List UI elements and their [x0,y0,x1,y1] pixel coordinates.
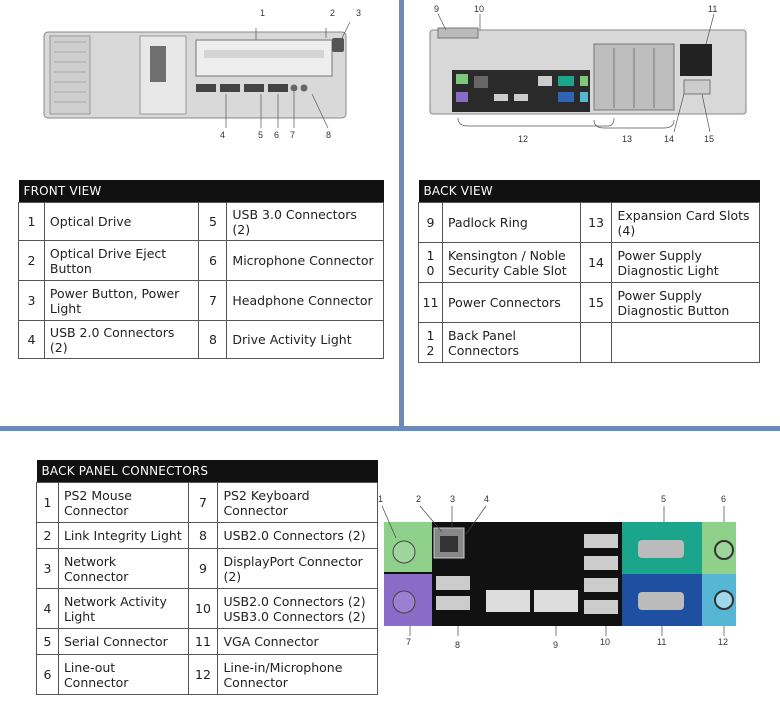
back-callout-11: 11 [708,4,718,14]
back-callout-15: 15 [704,134,715,144]
front-label: Power Button, Power Light [43,280,200,321]
back-label: Padlock Ring [441,202,581,243]
back-label: Back Panel Connectors [441,322,581,363]
back-num [579,322,613,363]
front-view-title: FRONT VIEW [18,180,384,203]
front-callout-6: 6 [274,130,280,140]
back-view-table: BACK VIEW 9 Padlock Ring 13 Expansion Ca… [418,180,760,363]
back-panel-title: BACK PANEL CONNECTORS [36,460,378,483]
back-view-illustration: 9 10 11 12 13 14 15 [418,4,758,148]
panel-callout-5: 5 [661,494,667,504]
back-panel-illustration: 1 2 3 4 5 6 7 8 9 10 11 12 [376,494,748,658]
panel-callout-2: 2 [416,494,422,504]
panel-label: Line-out Connector [57,654,189,695]
horizontal-divider [0,426,780,431]
back-view-title: BACK VIEW [418,180,760,203]
panel-callout-9: 9 [553,640,559,650]
front-view-illustration: 1 2 3 4 5 6 7 8 [36,8,366,146]
panel-callout-3: 3 [450,494,456,504]
panel-label: Serial Connector [57,628,189,655]
panel-label: Network Activity Light [57,588,189,629]
front-num: 3 [18,280,45,321]
panel-label: Link Integrity Light [57,522,189,549]
panel-num: 9 [187,548,219,589]
front-label: USB 3.0 Connectors (2) [226,202,384,241]
front-callout-3: 3 [356,8,362,18]
front-callout-8: 8 [326,130,332,140]
front-view-table: FRONT VIEW 1 Optical Drive 5 USB 3.0 Con… [18,180,384,359]
front-num: 6 [198,240,228,281]
panel-label: USB2.0 Connectors (2) USB3.0 Connectors … [217,588,378,629]
panel-callout-11: 11 [657,637,667,647]
back-label: Kensington / Noble Security Cable Slot [441,242,581,283]
panel-num: 8 [187,522,219,549]
front-callout-4: 4 [220,130,226,140]
panel-callout-4: 4 [484,494,490,504]
front-num: 5 [198,202,228,241]
back-num: 13 [579,202,613,243]
back-num: 9 [418,202,443,243]
front-label: Headphone Connector [226,280,384,321]
back-num: 1 0 [418,242,443,283]
back-label [611,322,760,363]
panel-callout-8: 8 [455,640,461,650]
panel-num: 6 [36,654,59,695]
panel-label: Network Connector [57,548,189,589]
panel-callout-12: 12 [718,637,729,647]
front-callout-5: 5 [258,130,264,140]
panel-label: PS2 Keyboard Connector [217,482,378,523]
panel-num: 4 [36,588,59,629]
back-callout-13: 13 [622,134,633,144]
back-callout-10: 10 [474,4,485,14]
panel-label: DisplayPort Connector (2) [217,548,378,589]
panel-num: 2 [36,522,59,549]
back-num: 15 [579,282,613,323]
back-panel-table: BACK PANEL CONNECTORS 1 PS2 Mouse Connec… [36,460,378,695]
panel-label: Line-in/Microphone Connector [217,654,378,695]
panel-num: 1 [36,482,59,523]
panel-label: PS2 Mouse Connector [57,482,189,523]
back-label: Expansion Card Slots (4) [611,202,760,243]
panel-callout-7: 7 [406,637,412,647]
front-label: Optical Drive Eject Button [43,240,200,281]
back-label: Power Supply Diagnostic Button [611,282,760,323]
panel-num: 3 [36,548,59,589]
back-label: Power Connectors [441,282,581,323]
front-num: 8 [198,320,228,359]
panel-num: 7 [187,482,219,523]
back-label: Power Supply Diagnostic Light [611,242,760,283]
back-num: 14 [579,242,613,283]
back-num: 1 2 [418,322,443,363]
back-callout-14: 14 [664,134,675,144]
front-label: Microphone Connector [226,240,384,281]
front-num: 4 [18,320,45,359]
front-label: USB 2.0 Connectors (2) [43,320,200,359]
panel-num: 12 [187,654,219,695]
front-callout-1: 1 [260,8,266,18]
panel-label: USB2.0 Connectors (2) [217,522,378,549]
front-label: Drive Activity Light [226,320,384,359]
panel-num: 5 [36,628,59,655]
back-callout-9: 9 [434,4,440,14]
panel-callout-6: 6 [721,494,727,504]
front-num: 2 [18,240,45,281]
front-callout-2: 2 [330,8,336,18]
panel-num: 11 [187,628,219,655]
panel-num: 10 [187,588,219,629]
front-callout-7: 7 [290,130,296,140]
panel-label: VGA Connector [217,628,378,655]
panel-callout-1: 1 [378,494,384,504]
front-num: 7 [198,280,228,321]
vertical-divider [399,0,404,428]
back-num: 11 [418,282,443,323]
panel-callout-10: 10 [600,637,611,647]
front-num: 1 [18,202,45,241]
back-callout-12: 12 [518,134,529,144]
front-label: Optical Drive [43,202,200,241]
